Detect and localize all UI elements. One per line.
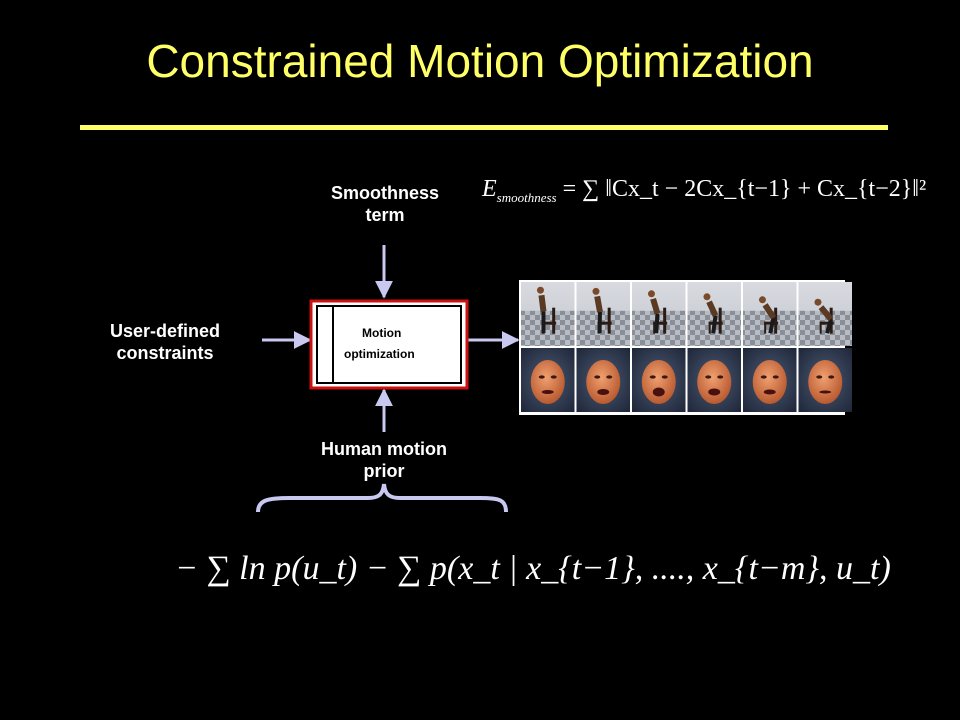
smoothness-eq-rhs: = ∑ ‖Cx_t − 2Cx_{t−1} + Cx_{t−2}‖² bbox=[562, 176, 927, 202]
body-pose-frame bbox=[632, 282, 686, 346]
smoothness-eq-lhs: E bbox=[482, 176, 497, 202]
prior-curly-brace bbox=[256, 483, 508, 513]
smoothness-eq-lhs-sub: smoothness bbox=[496, 189, 557, 205]
user-constraints-label: User-defined constraints bbox=[90, 320, 240, 364]
constraints-label-line1: User-defined bbox=[109, 321, 221, 341]
prior-label-line1: Human motion bbox=[321, 439, 447, 459]
smoothness-term-label: Smoothness term bbox=[310, 182, 460, 226]
constraints-label-line2: constraints bbox=[116, 343, 214, 363]
body-pose-frame bbox=[576, 282, 630, 346]
prior-eq-text: − ∑ ln p(u_t) − ∑ p(x_t | x_{t−1}, ....,… bbox=[175, 550, 891, 587]
box-label-line2: optimization bbox=[344, 347, 415, 361]
title-underline bbox=[80, 125, 888, 130]
body-pose-frame bbox=[521, 282, 575, 346]
body-pose-frame bbox=[687, 282, 741, 346]
face-expression-frame bbox=[798, 348, 852, 412]
face-expression-frame bbox=[632, 348, 686, 412]
smoothness-label-line1: Smoothness bbox=[330, 183, 440, 203]
prior-label-line2: prior bbox=[363, 461, 405, 481]
face-expression-frame bbox=[576, 348, 630, 412]
slide-title: Constrained Motion Optimization bbox=[146, 35, 814, 87]
motion-optimization-box: Motion optimization bbox=[309, 299, 469, 390]
prior-equation: − ∑ ln p(u_t) − ∑ p(x_t | x_{t−1}, ....,… bbox=[175, 550, 891, 588]
face-expression-frame bbox=[521, 348, 575, 412]
motion-prior-label: Human motion prior bbox=[296, 438, 472, 482]
smoothness-label-line2: term bbox=[365, 205, 405, 225]
body-pose-frame bbox=[743, 282, 797, 346]
face-expression-frame bbox=[687, 348, 741, 412]
box-label-line1: Motion bbox=[362, 326, 401, 340]
result-frames-grid bbox=[519, 280, 852, 415]
face-expression-frame bbox=[743, 348, 797, 412]
smoothness-equation: Esmoothness = ∑ ‖Cx_t − 2Cx_{t−1} + Cx_{… bbox=[482, 176, 926, 206]
body-pose-frame bbox=[798, 282, 852, 346]
